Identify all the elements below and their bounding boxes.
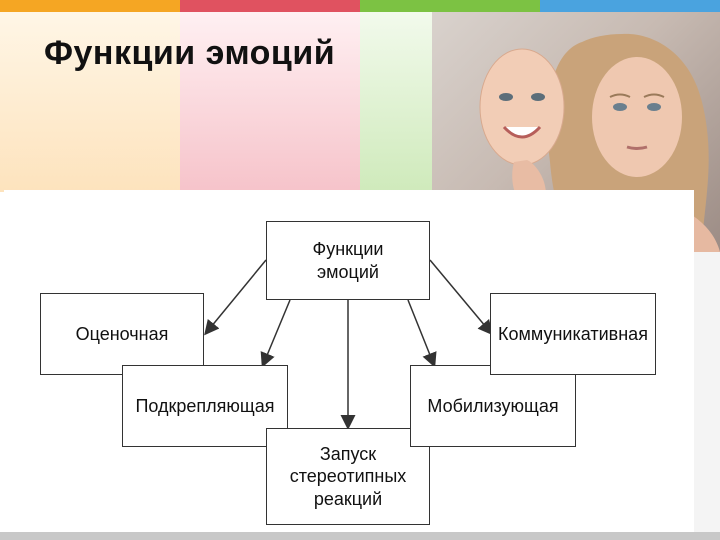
arrow-to-communicative (429, 259, 493, 336)
page-title: Функции эмоций (44, 34, 336, 72)
bg-block-orange (0, 12, 180, 192)
bg-block-green (360, 12, 440, 192)
bottom-bar (0, 532, 720, 540)
arrow-to-mobilizing (407, 299, 437, 368)
stripe-orange (0, 0, 180, 12)
stripe-blue (540, 0, 720, 12)
stripe-green (360, 0, 540, 12)
diagram-panel: Функции эмоций Оценочная Подкрепляющая З… (4, 190, 694, 535)
node-stereotype: Запуск стереотипных реакций (266, 428, 430, 525)
node-communicative: Коммуникативная (490, 293, 656, 375)
stripe-red (180, 0, 360, 12)
node-mobilizing: Мобилизующая (410, 365, 576, 447)
title-background (0, 12, 440, 192)
right-edge-strip (694, 252, 720, 532)
top-color-stripe (0, 0, 720, 12)
node-center: Функции эмоций (266, 221, 430, 300)
node-evaluative: Оценочная (40, 293, 204, 375)
arrow-to-evaluative (204, 259, 267, 336)
bg-block-pink (180, 12, 360, 192)
arrow-to-reinforcing (260, 299, 291, 368)
node-reinforcing: Подкрепляющая (122, 365, 288, 447)
diagram-arrows (204, 259, 493, 430)
